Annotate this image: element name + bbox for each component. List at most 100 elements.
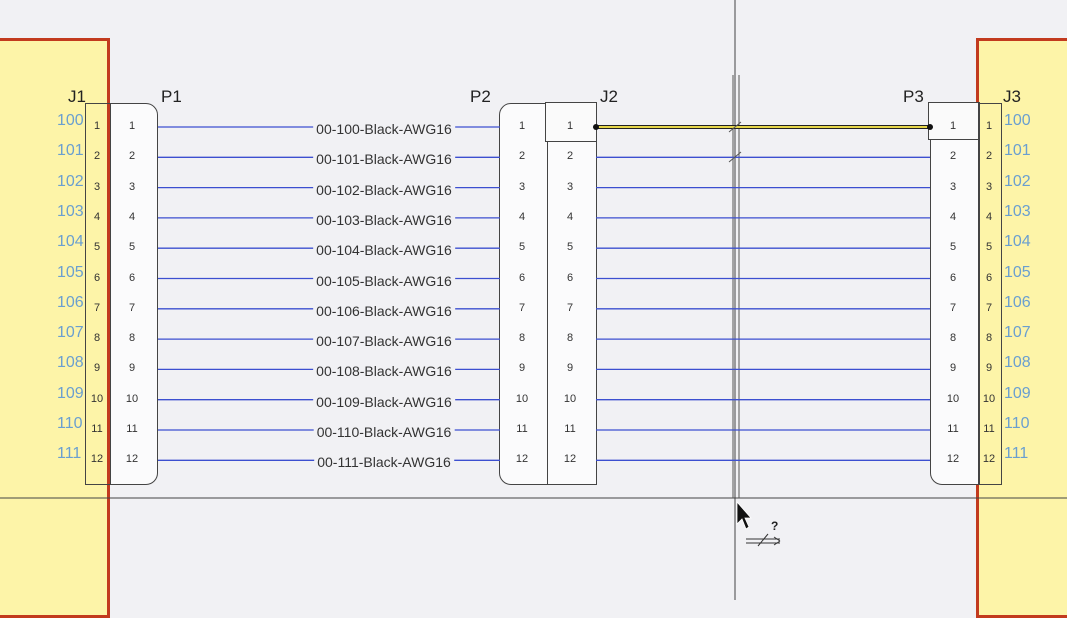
circuit-number-left: 103: [57, 202, 84, 220]
pin-number-j1: 11: [91, 423, 103, 435]
pin-number-j2: 11: [564, 423, 576, 435]
pin-number-j3: 6: [985, 271, 993, 284]
pin-number-p1: 4: [128, 210, 136, 223]
wire-label: 00-101-Black-AWG16: [313, 152, 455, 167]
connector-label-j1: J1: [68, 87, 86, 106]
connector-p3-pin1-highlight[interactable]: [928, 102, 980, 140]
pin-number-p1: 1: [128, 120, 136, 132]
pin-number-j1: 2: [93, 150, 101, 163]
pin-number-p2: 4: [518, 210, 526, 223]
pin-number-j2: 5: [566, 241, 574, 254]
wire-label: 00-103-Black-AWG16: [313, 212, 455, 227]
wire-label: 00-109-Black-AWG16: [313, 394, 455, 409]
pin-number-p1: 3: [128, 180, 136, 193]
circuit-number-left: 111: [57, 445, 82, 463]
pin-number-j1: 12: [90, 453, 104, 466]
circuit-number-left: 102: [57, 172, 84, 190]
pin-number-j1: 7: [93, 301, 101, 314]
wire-label: 00-110-Black-AWG16: [313, 425, 455, 439]
wire-endpoint-dot[interactable]: [927, 124, 933, 130]
wire-label: 00-104-Black-AWG16: [313, 243, 455, 258]
connector-label-p3: P3: [903, 87, 924, 106]
pin-number-j1: 5: [93, 241, 101, 254]
pin-number-j1: 4: [93, 210, 101, 223]
circuit-number-right: 111: [1004, 445, 1029, 463]
pin-number-j1: 9: [93, 362, 101, 375]
wire-break-mark: [728, 151, 742, 163]
pin-number-j2: 3: [566, 180, 574, 193]
circuit-number-left: 109: [57, 384, 84, 402]
pin-number-j2: 12: [563, 453, 577, 466]
pin-number-p2: 7: [518, 301, 526, 314]
pin-number-j3: 7: [985, 301, 993, 314]
pin-number-j2: 9: [566, 362, 574, 375]
circuit-number-right: 104: [1004, 233, 1031, 251]
pin-number-j3: 12: [982, 453, 996, 466]
wire-tool-icon: [746, 533, 781, 547]
circuit-number-right: 100: [1004, 112, 1031, 129]
pin-number-j2: 8: [566, 332, 574, 345]
wire-label: 00-105-Black-AWG16: [313, 273, 455, 288]
circuit-number-left: 107: [57, 324, 84, 342]
pin-number-j3: 8: [985, 332, 993, 345]
pin-number-p3: 2: [949, 150, 957, 163]
harness-panel-right[interactable]: [976, 38, 1067, 618]
circuit-number-right: 106: [1004, 293, 1031, 311]
circuit-number-right: 108: [1004, 354, 1031, 372]
pin-number-j1: 8: [93, 332, 101, 345]
pin-number-p2: 2: [518, 150, 526, 163]
cursor-hint-symbol: ?: [771, 519, 779, 533]
connector-p3-housing[interactable]: [930, 103, 980, 485]
circuit-number-right: 101: [1004, 142, 1031, 160]
harness-panel-left[interactable]: [0, 38, 110, 618]
pin-number-p3: 4: [949, 210, 957, 223]
pin-number-p3: 10: [946, 392, 960, 405]
wire-label: 00-111-Black-AWG16: [314, 455, 454, 470]
circuit-number-right: 103: [1004, 202, 1031, 220]
pin-number-j3: 4: [985, 210, 993, 223]
pin-number-j1: 10: [90, 392, 104, 405]
connector-label-p2: P2: [470, 87, 491, 106]
circuit-number-right: 110: [1004, 415, 1030, 432]
connector-p1-housing[interactable]: [110, 103, 158, 485]
circuit-number-right: 107: [1004, 324, 1031, 342]
pin-number-j2: 7: [566, 301, 574, 314]
pin-number-p2: 6: [518, 271, 526, 284]
connector-j2-housing[interactable]: [547, 103, 597, 485]
pin-number-p1: 8: [128, 332, 136, 345]
pin-number-j2: 1: [566, 120, 574, 132]
pin-number-p2: 12: [515, 453, 529, 466]
wire-label: 00-106-Black-AWG16: [313, 303, 455, 318]
wire-label: 00-107-Black-AWG16: [313, 334, 455, 349]
circuit-number-left: 105: [57, 263, 84, 281]
connector-j3-housing[interactable]: [978, 103, 1002, 485]
pin-number-p1: 10: [125, 392, 139, 405]
connector-j2-pin1-highlight[interactable]: [545, 102, 597, 142]
pin-number-p3: 12: [946, 453, 960, 466]
circuit-number-left: 110: [57, 415, 83, 432]
circuit-number-right: 109: [1004, 384, 1031, 402]
pin-number-j3: 9: [985, 362, 993, 375]
pin-number-j2: 6: [566, 271, 574, 284]
pin-number-j3: 11: [983, 423, 995, 435]
circuit-number-left: 106: [57, 293, 84, 311]
pin-number-j2: 4: [566, 210, 574, 223]
pin-number-j3: 3: [985, 180, 993, 193]
pin-number-p3: 6: [949, 271, 957, 284]
circuit-number-left: 100: [57, 112, 84, 129]
pin-number-p1: 2: [128, 150, 136, 163]
connector-p2-housing[interactable]: [499, 103, 549, 485]
circuit-number-left: 104: [57, 233, 84, 251]
connector-label-p1: P1: [161, 87, 182, 106]
pin-number-p3: 5: [949, 241, 957, 254]
pin-number-j3: 10: [982, 392, 996, 405]
pin-number-p1: 7: [128, 301, 136, 314]
pin-number-p2: 11: [516, 423, 528, 435]
circuit-number-left: 101: [57, 142, 84, 160]
wire-endpoint-dot[interactable]: [593, 124, 599, 130]
pin-number-j2: 2: [566, 150, 574, 163]
pin-number-p2: 3: [518, 180, 526, 193]
pin-number-j3: 1: [985, 120, 993, 132]
pin-number-p3: 8: [949, 332, 957, 345]
